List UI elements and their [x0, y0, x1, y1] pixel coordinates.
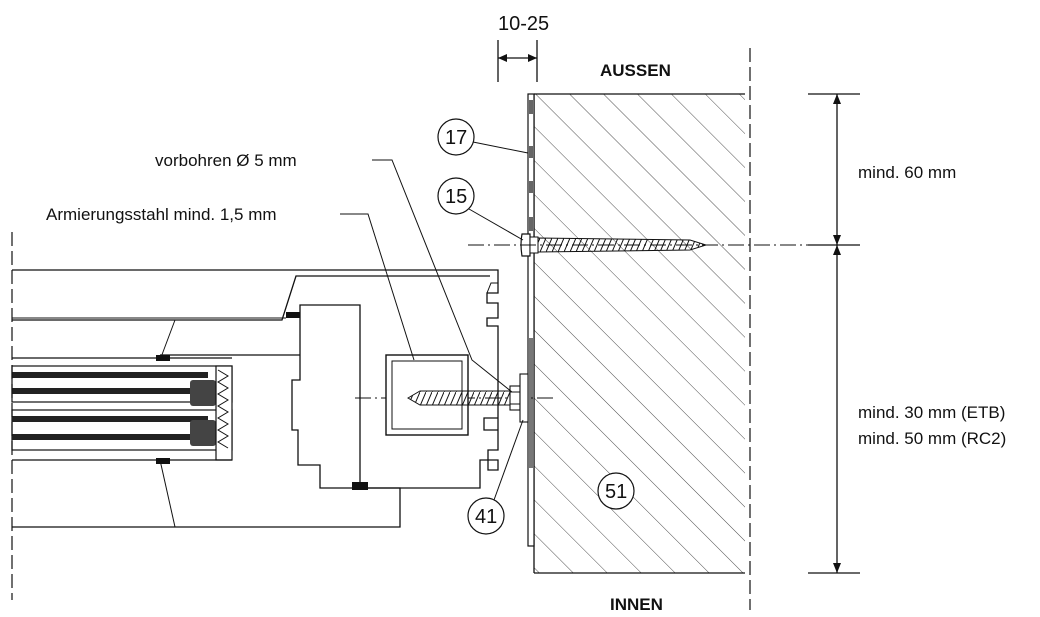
callout-17: 17 — [437, 118, 529, 156]
callout-15: 15 — [437, 177, 524, 241]
leader-reinforcement: Armierungsstahl mind. 1,5 mm — [46, 205, 415, 361]
predrill-label: vorbohren Ø 5 mm — [155, 151, 297, 170]
dimension-gap: 10-25 — [497, 13, 549, 82]
min-rc2-label: mind. 50 mm (RC2) — [858, 429, 1006, 448]
glazing-unit — [11, 357, 233, 461]
masonry-wall — [533, 48, 751, 610]
outside-label: AUSSEN — [600, 61, 671, 80]
gasket-glass-bottom — [156, 458, 170, 464]
inside-label: INNEN — [610, 595, 663, 614]
gap-dimension-label: 10-25 — [498, 13, 549, 35]
svg-text:51: 51 — [605, 481, 627, 503]
reinforcement-label: Armierungsstahl mind. 1,5 mm — [46, 205, 277, 224]
dimension-edge-distances: mind. 60 mm mind. 30 mm (ETB) mind. 50 m… — [808, 93, 1006, 574]
callout-41: 41 — [467, 419, 524, 535]
min-etb-label: mind. 30 mm (ETB) — [858, 403, 1005, 422]
svg-text:17: 17 — [445, 127, 467, 149]
svg-text:15: 15 — [445, 186, 467, 208]
svg-text:41: 41 — [475, 506, 497, 528]
callout-51: 51 — [597, 472, 635, 510]
gasket-bottom — [352, 482, 368, 490]
reinforcement-screw — [407, 373, 529, 423]
leader-predrill: vorbohren Ø 5 mm — [155, 151, 513, 393]
anchor-plate — [527, 93, 535, 547]
gasket-top — [286, 312, 300, 318]
min-edge-top-label: mind. 60 mm — [858, 163, 956, 182]
